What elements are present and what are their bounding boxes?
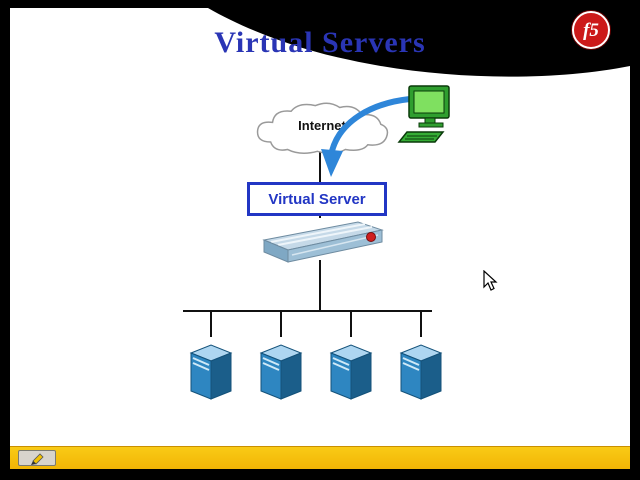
virtual-server-box: Virtual Server <box>247 182 387 216</box>
workstation-icon <box>397 85 450 143</box>
presentation-toolbar <box>10 446 630 469</box>
f5-logo: f5 <box>572 11 610 49</box>
connector-bus <box>183 310 432 312</box>
connector-appliance-to-bus <box>319 260 321 312</box>
pen-tool-icon <box>31 453 44 465</box>
server-tower <box>257 311 305 401</box>
f5-logo-text: f5 <box>583 19 599 41</box>
slide-title: Virtual Servers <box>214 26 426 59</box>
pen-tool-button[interactable] <box>18 450 56 466</box>
server-tower-icon <box>259 344 303 400</box>
server-tower <box>397 311 445 401</box>
server-tower <box>187 311 235 401</box>
virtual-server-label: Virtual Server <box>268 190 366 208</box>
mouse-cursor-icon <box>483 270 498 291</box>
connector-stub <box>280 311 282 337</box>
server-tower <box>327 311 375 401</box>
swoosh-decoration <box>208 8 630 77</box>
connector-stub <box>210 311 212 337</box>
server-tower-icon <box>329 344 373 400</box>
bigip-appliance-icon <box>262 221 384 263</box>
server-tower-icon <box>399 344 443 400</box>
server-tower-icon <box>189 344 233 400</box>
appliance-f5-badge <box>366 232 376 242</box>
connector-cloud-to-virtual-server <box>319 148 321 184</box>
internet-label: Internet <box>298 118 346 133</box>
slide-canvas: Virtual Servers f5 Internet <box>10 8 630 446</box>
connector-stub <box>420 311 422 337</box>
curved-arrow-icon <box>321 96 413 177</box>
server-towers <box>187 311 445 401</box>
connector-stub <box>350 311 352 337</box>
